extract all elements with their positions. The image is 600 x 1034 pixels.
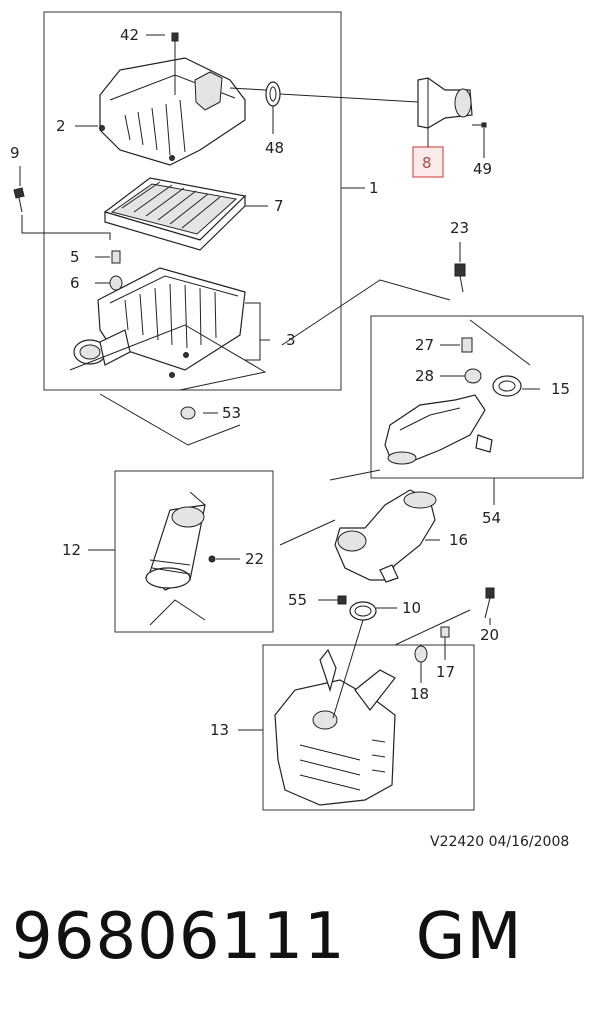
air-filter-part [103, 177, 247, 251]
callout-2: 2 [56, 117, 66, 135]
group-box-12 [114, 470, 274, 633]
cap-53-part [180, 406, 196, 420]
gasket-48-part [265, 81, 281, 107]
air-duct-16-part [334, 489, 437, 583]
bushing-6-part [109, 275, 123, 291]
callout-22: 22 [245, 550, 264, 568]
group-box-air-cleaner [43, 11, 342, 391]
callout-9: 9 [10, 144, 20, 162]
callout-20: 20 [480, 626, 499, 644]
callout-1: 1 [369, 179, 379, 197]
group-box-13 [262, 644, 475, 811]
callout-3: 3 [286, 331, 296, 349]
callout-48: 48 [265, 139, 284, 157]
callout-13: 13 [210, 721, 229, 739]
callout-27: 27 [415, 336, 434, 354]
callout-7: 7 [274, 197, 284, 215]
bolt-23-part [454, 263, 466, 277]
screw-55-part [318, 595, 347, 605]
mass-airflow-sensor-part [417, 77, 473, 129]
highlighted-callout-box[interactable] [412, 146, 444, 178]
callout-6: 6 [70, 274, 80, 292]
inlet-hose-part [145, 491, 206, 626]
part-number-line: 96806111 GM [12, 900, 523, 974]
grommet-5-part [111, 250, 121, 264]
callout-49: 49 [473, 160, 492, 178]
callout-16: 16 [449, 531, 468, 549]
lower-housing-part [73, 267, 246, 378]
resonator-duct-part [384, 394, 493, 465]
part-number: 96806111 [12, 900, 346, 974]
callout-18: 18 [410, 685, 429, 703]
bushing-28-part [464, 368, 482, 384]
grommet-17-part [440, 626, 450, 638]
drawing-code: V22420 04/16/2008 [430, 834, 570, 850]
callout-5: 5 [70, 248, 80, 266]
callout-42: 42 [120, 26, 139, 44]
bolt-42-part [171, 32, 179, 42]
upper-housing-part [99, 57, 246, 166]
clamp-15-part [492, 375, 522, 397]
screw-22-part [208, 555, 216, 563]
grommet-27-part [461, 337, 473, 353]
group-box-54 [370, 315, 584, 479]
callout-28: 28 [415, 367, 434, 385]
callout-55: 55 [288, 591, 307, 609]
callout-12: 12 [62, 541, 81, 559]
callout-17: 17 [436, 663, 455, 681]
seal-10-part [349, 601, 377, 621]
bolt-9-part [13, 187, 25, 213]
callout-23: 23 [450, 219, 469, 237]
callout-54: 54 [482, 509, 501, 527]
resonator-13-part [274, 648, 396, 806]
callout-10: 10 [402, 599, 421, 617]
callout-53: 53 [222, 404, 241, 422]
bushing-18-part [414, 645, 428, 663]
callout-8[interactable]: 8 [422, 154, 432, 172]
brand-name: GM [415, 900, 523, 974]
bolt-20-part [484, 587, 495, 619]
callout-15: 15 [551, 380, 570, 398]
